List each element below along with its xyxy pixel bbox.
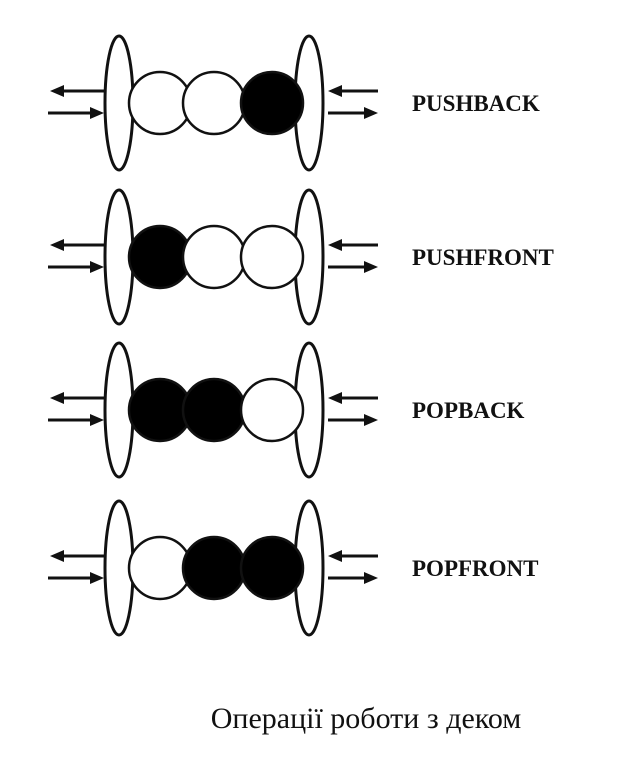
operation-label: POPFRONT xyxy=(412,556,539,581)
operation-label: PUSHBACK xyxy=(412,91,540,116)
right-in-arrow-icon xyxy=(328,550,378,562)
left-out-arrow-icon xyxy=(50,85,104,97)
operation-label: POPBACK xyxy=(412,398,525,423)
diagram-rows: PUSHBACK PUSHFRONT POPBACK POPFRONT xyxy=(48,34,554,637)
deque-element-filled xyxy=(239,535,305,601)
right-in-arrow-icon xyxy=(328,392,378,404)
deque-row: POPBACK xyxy=(48,341,525,479)
right-out-arrow-icon xyxy=(328,261,378,273)
left-in-arrow-icon xyxy=(48,107,104,119)
deque-row: POPFRONT xyxy=(48,499,539,637)
deque-element-filled xyxy=(127,377,193,443)
right-out-arrow-icon xyxy=(328,414,378,426)
right-out-arrow-icon xyxy=(328,107,378,119)
right-in-arrow-icon xyxy=(328,239,378,251)
deque-element-empty xyxy=(127,535,193,601)
deque-element-filled xyxy=(127,224,193,290)
deque-element-empty xyxy=(127,70,193,136)
left-in-arrow-icon xyxy=(48,261,104,273)
deque-row: PUSHFRONT xyxy=(48,188,554,326)
deque-element-empty xyxy=(181,224,247,290)
deque-row: PUSHBACK xyxy=(48,34,540,172)
deque-element-empty xyxy=(239,377,305,443)
deque-element-filled xyxy=(181,377,247,443)
deque-element-empty xyxy=(181,70,247,136)
right-in-arrow-icon xyxy=(328,85,378,97)
left-out-arrow-icon xyxy=(50,239,104,251)
diagram-caption: Операції роботи з деком xyxy=(211,702,522,735)
operation-label: PUSHFRONT xyxy=(412,245,554,270)
right-out-arrow-icon xyxy=(328,572,378,584)
deque-element-empty xyxy=(239,224,305,290)
left-out-arrow-icon xyxy=(50,392,104,404)
left-in-arrow-icon xyxy=(48,572,104,584)
left-in-arrow-icon xyxy=(48,414,104,426)
left-out-arrow-icon xyxy=(50,550,104,562)
deque-element-filled xyxy=(239,70,305,136)
deque-element-filled xyxy=(181,535,247,601)
